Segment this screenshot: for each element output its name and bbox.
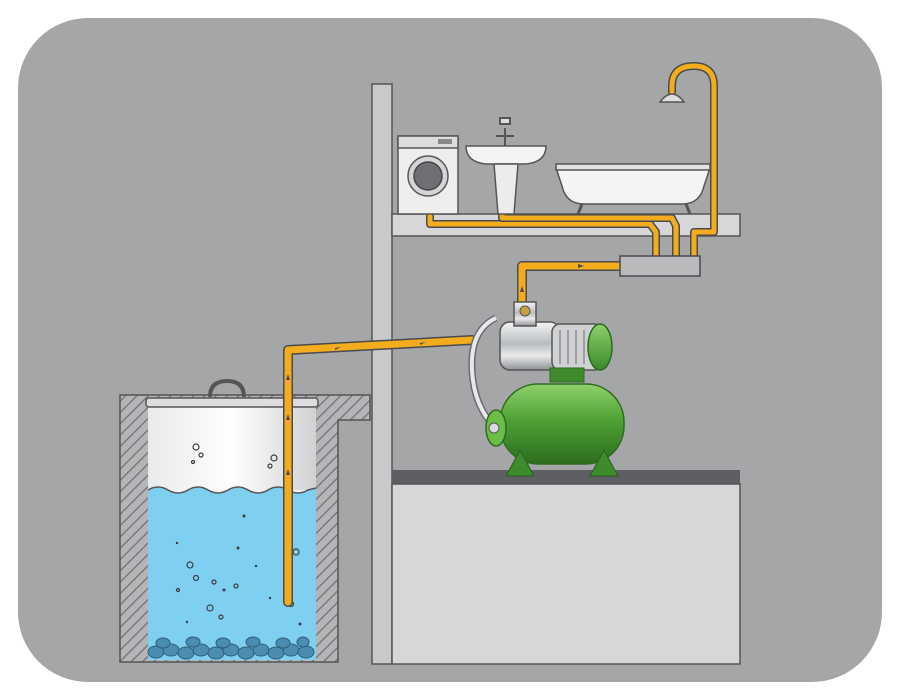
distribution-manifold [619, 255, 701, 277]
pressure-tank-icon [485, 383, 625, 477]
floor-platform-top [392, 470, 740, 484]
pipe-network [283, 62, 718, 607]
floor-platform [391, 483, 741, 665]
pebbles [147, 636, 315, 660]
washing-machine-icon [397, 135, 459, 215]
shower-head-icon [658, 93, 686, 103]
wall [371, 83, 393, 665]
booster-pump-icon [468, 301, 613, 435]
sink-icon [465, 117, 547, 215]
bathtub-icon [554, 163, 712, 215]
water-well-icon [119, 378, 371, 663]
flow-arrows [286, 264, 584, 475]
